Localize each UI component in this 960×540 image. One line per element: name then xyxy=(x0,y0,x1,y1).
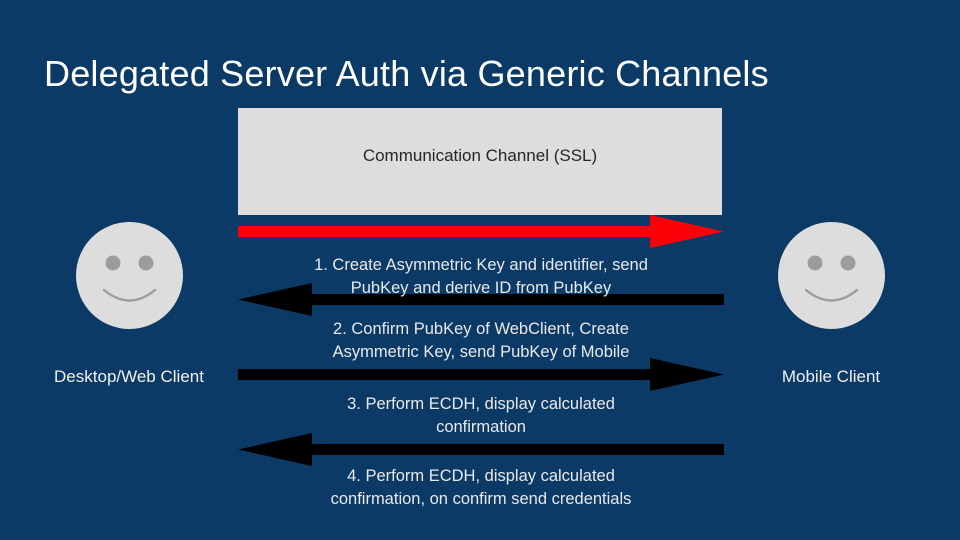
flow-arrow-2-left xyxy=(238,283,724,316)
actor-label-mobile-client: Mobile Client xyxy=(781,367,881,386)
step-caption-1-line-2: PubKey and derive ID from PubKey xyxy=(350,278,612,297)
communication-channel-label: Communication Channel (SSL) xyxy=(362,146,598,165)
flow-arrow-4-left xyxy=(238,433,724,466)
actor-desktop-web-client: Desktop/Web Client xyxy=(29,222,229,387)
step-caption-2: 2. Confirm PubKey of WebClient, Create A… xyxy=(238,318,724,364)
actor-label-desktop-web-client: Desktop/Web Client xyxy=(54,367,204,386)
step-caption-3: 3. Perform ECDH, display calculated conf… xyxy=(238,393,724,439)
step-caption-3-line-2: confirmation xyxy=(436,417,526,436)
step-caption-1-line-1: 1. Create Asymmetric Key and identifier,… xyxy=(314,256,648,274)
step-caption-3-line-1: 3. Perform ECDH, display calculated xyxy=(347,395,615,413)
step-caption-4: 4. Perform ECDH, display calculated conf… xyxy=(238,465,724,511)
smiley-face-icon xyxy=(75,222,183,329)
smiley-face-icon xyxy=(777,222,885,329)
flow-arrow-1-right xyxy=(238,215,724,248)
step-caption-4-line-1: 4. Perform ECDH, display calculated xyxy=(347,467,615,485)
communication-channel-box: Communication Channel (SSL) xyxy=(238,108,722,215)
page-title: Delegated Server Auth via Generic Channe… xyxy=(44,53,769,94)
step-caption-1: 1. Create Asymmetric Key and identifier,… xyxy=(238,254,724,300)
step-caption-2-line-1: 2. Confirm PubKey of WebClient, Create xyxy=(333,320,629,338)
actor-mobile-client: Mobile Client xyxy=(731,222,931,387)
step-caption-2-line-2: Asymmetric Key, send PubKey of Mobile xyxy=(332,342,630,361)
step-caption-4-line-2: confirmation, on confirm send credential… xyxy=(330,489,632,508)
flow-arrow-3-right xyxy=(238,358,724,391)
